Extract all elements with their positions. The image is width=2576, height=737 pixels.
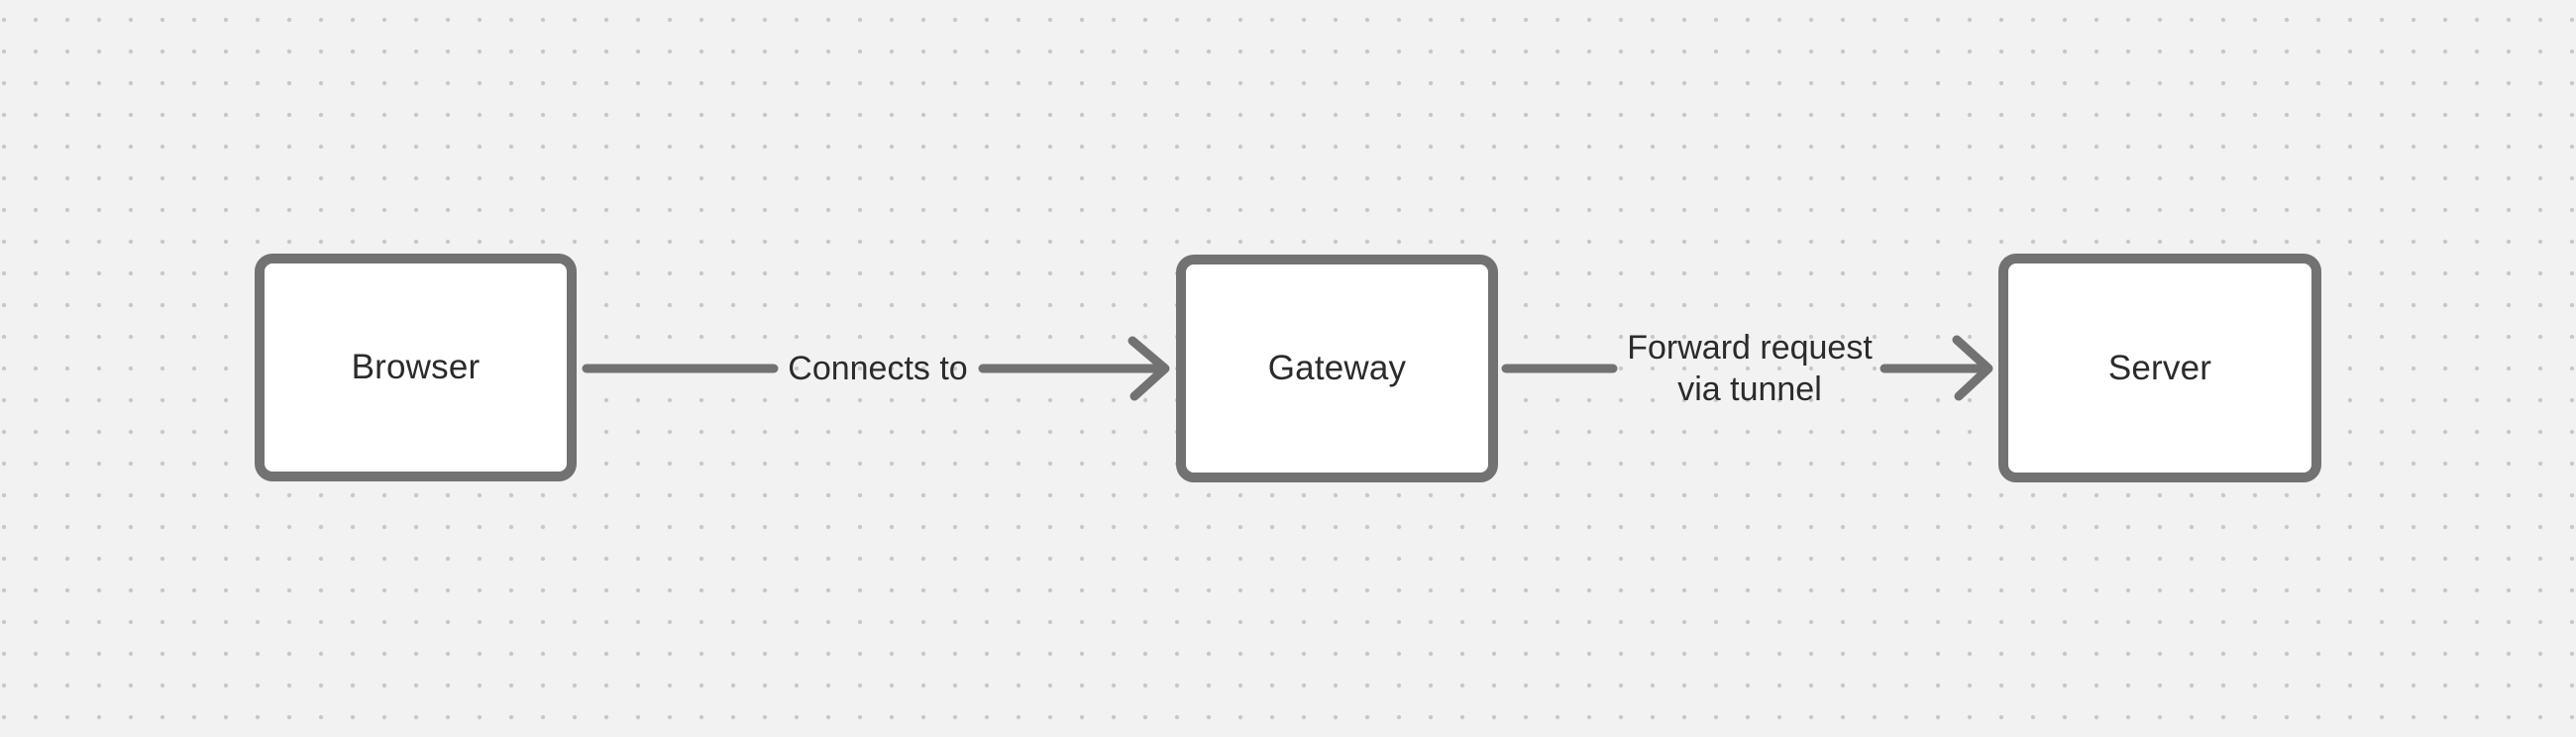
edge-label-forward-request-via-tunnel[interactable]: Forward request via tunnel bbox=[1627, 327, 1873, 410]
node-server-label: Server bbox=[2107, 348, 2212, 387]
arrowhead-chevron-icon bbox=[1127, 336, 1170, 401]
edge-label-text-line2: via tunnel bbox=[1677, 370, 1822, 408]
node-browser[interactable]: Browser bbox=[255, 254, 577, 481]
node-server[interactable]: Server bbox=[1998, 254, 2321, 482]
node-gateway-label: Gateway bbox=[1267, 349, 1407, 387]
arrow-gateway-to-server[interactable] bbox=[1499, 327, 1994, 410]
edge-label-connects-to[interactable]: Connects to bbox=[788, 348, 967, 389]
node-gateway[interactable]: Gateway bbox=[1176, 255, 1498, 482]
arrow-browser-to-gateway[interactable] bbox=[580, 327, 1174, 410]
edge-label-text: Connects to bbox=[788, 350, 968, 387]
edge-label-text-line1: Forward request bbox=[1627, 329, 1873, 367]
node-browser-label: Browser bbox=[351, 348, 481, 386]
arrowhead-chevron-icon bbox=[1952, 335, 1993, 401]
